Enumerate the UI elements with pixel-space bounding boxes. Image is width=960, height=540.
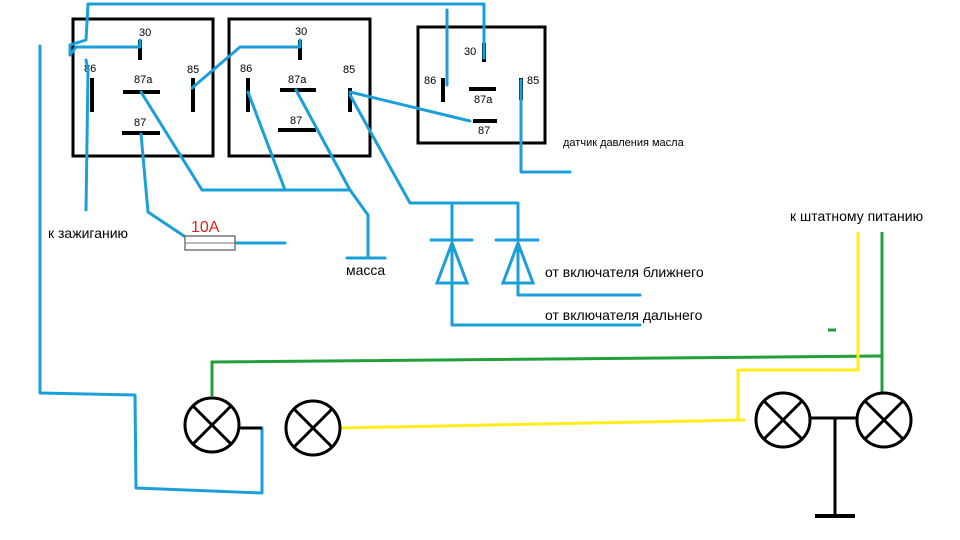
lamp-1: [183, 396, 241, 454]
power-wiring: [339, 232, 860, 430]
ground-label: масса: [346, 262, 385, 278]
wire-relay1-87a: [139, 90, 370, 260]
ignition-label: к зажиганию: [48, 225, 128, 241]
diode-2: [494, 238, 540, 297]
relay-2-pin-30-label: 30: [295, 26, 307, 38]
wire-yellow-lamps: [339, 418, 746, 430]
wire-relay2-85-to-diodes: [348, 93, 520, 242]
relay-3-pin-85-label: 85: [527, 75, 539, 87]
stock-power-label: к штатному питанию: [790, 208, 923, 224]
wire-relay1-85-to-relay2-30: [190, 38, 302, 90]
wire-relay2-86: [246, 90, 287, 192]
wire-green-bus: [210, 354, 883, 396]
relay-2-pin-86-label: 86: [240, 63, 252, 75]
wire-relay2-85-to-relay3-87: [348, 90, 472, 123]
ground-wiring: [210, 232, 884, 396]
lamp-4: [855, 391, 913, 449]
relay-3-pin-30-label: 30: [464, 46, 476, 58]
lamp-3: [754, 391, 812, 449]
relay-3-pin-86-label: 86: [424, 75, 436, 87]
relay-2-pin-85-label: 85: [343, 64, 355, 76]
relay-2-body: [227, 17, 372, 158]
wire-relay2-87a: [294, 88, 352, 192]
fuse: 10A: [184, 219, 236, 251]
wire-oil-sensor: [519, 78, 572, 174]
oil-sensor-label: датчик давления масла: [563, 137, 685, 149]
fuse-rating: 10A: [191, 219, 220, 236]
wire-relay1-87-to-fuse: [139, 132, 192, 242]
wire-yellow-stock: [736, 232, 860, 420]
relay-3-pin-87-label: 87: [478, 125, 490, 137]
relay-1-pin-85-label: 85: [187, 64, 199, 76]
wire-top-bus: [68, 2, 486, 60]
relay-2-pin-87-label: 87: [290, 115, 302, 127]
relay-1-pin-87-label: 87: [134, 117, 146, 129]
wire-left-to-lamps: [38, 44, 264, 495]
low-beam-switch-label: от включателя ближнего: [545, 264, 704, 280]
relay-1-pin-30-label: 30: [139, 27, 151, 39]
diode-1: [429, 238, 474, 327]
control-wiring: [38, 2, 642, 495]
relay-2-pin-87a-label: 87a: [288, 74, 307, 86]
high-beam-switch-label: от включателя дальнего: [545, 307, 703, 323]
relay-1-pin-87a-label: 87a: [134, 74, 153, 86]
lamp-2: [284, 399, 342, 457]
relay-3-body: [416, 25, 547, 145]
wire-ignition: [84, 58, 90, 212]
relay-3-pin-87a-label: 87a: [474, 94, 493, 106]
relay-3: 30 86 87a 85 87: [416, 25, 547, 145]
